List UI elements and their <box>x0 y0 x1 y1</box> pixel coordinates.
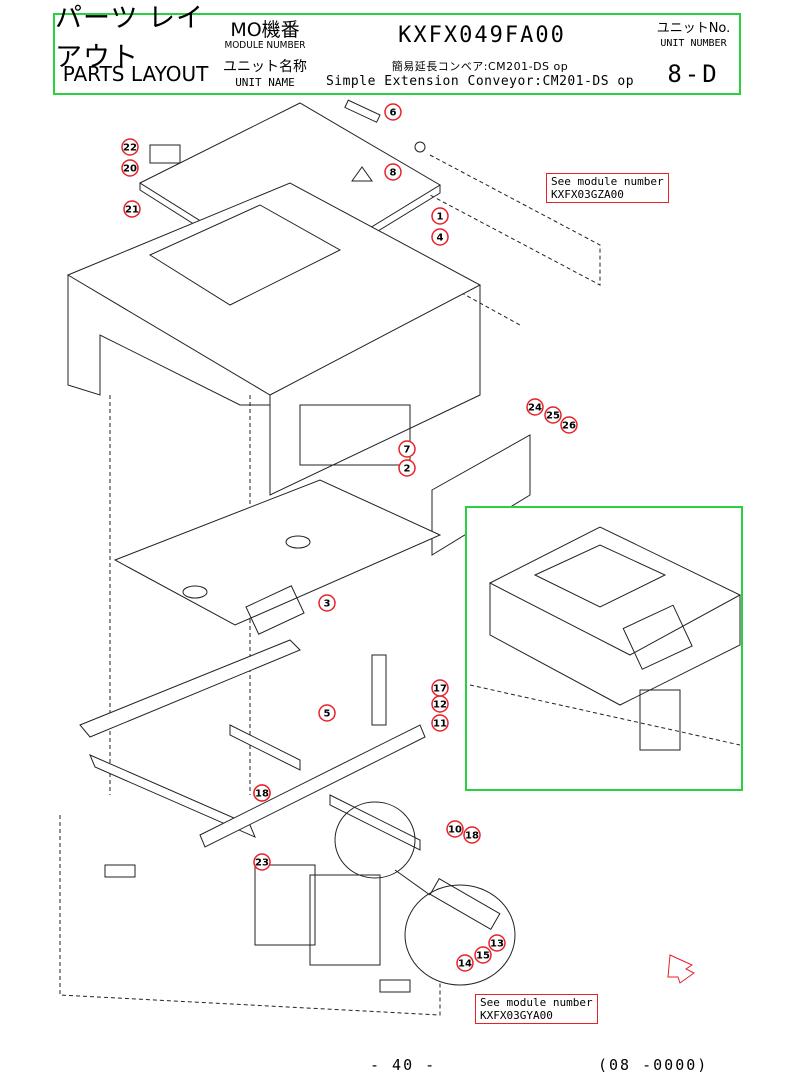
callout-circle <box>253 853 271 871</box>
callout-number: 18 <box>465 831 479 842</box>
callout-circle <box>384 103 402 121</box>
base-plate <box>113 479 442 626</box>
unit-number-value: 8-D <box>667 60 720 88</box>
callout-circle <box>431 228 449 246</box>
end-arrow-icon <box>667 954 695 984</box>
callout-group: 1234567810111213141516171818202122232425… <box>121 103 578 972</box>
callout-number: 15 <box>476 951 490 962</box>
main-enclosure <box>66 182 482 795</box>
unit-name-value: 簡易延長コンベア:CM201-DS op Simple Extension Co… <box>308 55 648 93</box>
callout-number: 8 <box>390 168 397 179</box>
unit-name-label-en: UNIT NAME <box>235 75 295 89</box>
callout-number: 13 <box>490 939 504 950</box>
callout-number: 24 <box>528 403 542 414</box>
callout-number: 11 <box>433 719 447 730</box>
callout-circle <box>431 714 449 732</box>
callout-circle <box>123 200 141 218</box>
title-jp: パーツ レイアウト <box>55 3 205 73</box>
callout-circle <box>463 826 481 844</box>
unit-name-jp: 簡易延長コンベア:CM201-DS op <box>391 59 569 73</box>
callout-circle <box>560 416 578 434</box>
callout-number: 7 <box>404 445 411 456</box>
reference-module: KXFX03GYA00 <box>480 1009 553 1022</box>
unit-name-label-jp: ユニット名称 <box>223 58 307 75</box>
callout-circle <box>398 459 416 477</box>
unit-number-label: ユニットNo. UNIT NUMBER <box>648 15 739 55</box>
reference-label: See module number <box>480 996 593 1009</box>
callout-circle <box>384 163 402 181</box>
callout-circle <box>526 398 544 416</box>
callout-number: 20 <box>123 164 137 175</box>
callout-circle <box>318 704 336 722</box>
callout-number: 12 <box>433 700 447 711</box>
callout-circle <box>431 679 449 697</box>
unit-number-label-en: UNIT NUMBER <box>660 37 727 49</box>
callout-circle <box>121 138 139 156</box>
reference-box-top: See module number KXFX03GZA00 <box>546 173 669 203</box>
callout-number: 2 <box>404 464 411 475</box>
callout-circle <box>253 784 271 802</box>
callout-number: 23 <box>255 858 269 869</box>
unit-name-label: ユニット名称 UNIT NAME <box>216 55 308 93</box>
callout-number: 3 <box>324 599 331 610</box>
document-code: (08 -0000) <box>598 1056 709 1074</box>
title-block: パーツ レイアウト PARTS LAYOUT MO機番 MODULE NUMBE… <box>53 3 741 95</box>
callout-circle <box>121 159 139 177</box>
callout-number: 22 <box>123 143 137 154</box>
callout-number: 17 <box>433 684 447 695</box>
module-number-label-en: MODULE NUMBER <box>224 39 306 51</box>
stand-base <box>59 815 441 1016</box>
parts-layout-drawing: 1234567810111213141516171818202122232425… <box>59 99 743 1016</box>
reference-box-bottom: See module number KXFX03GYA00 <box>475 994 598 1024</box>
callout-circle <box>431 207 449 225</box>
callout-number: 6 <box>390 108 397 119</box>
page-number: - 40 - <box>370 1056 437 1074</box>
callout-number: 10 <box>448 825 462 836</box>
module-number-value: KXFX049FA00 <box>398 22 566 48</box>
assembled-view-inset <box>465 506 743 791</box>
callout-circle <box>318 594 336 612</box>
callout-circle <box>446 820 464 838</box>
unit-name-en: Simple Extension Conveyor:CM201-DS op <box>325 73 635 89</box>
callout-number: 21 <box>125 205 139 216</box>
module-number-label-jp: MO機番 <box>230 18 300 41</box>
callout-number: 18 <box>255 789 269 800</box>
callout-number: 26 <box>562 421 576 432</box>
callout-number: 14 <box>458 959 472 970</box>
callout-number: 4 <box>437 233 444 244</box>
unit-number-label-jp: ユニットNo. <box>656 20 731 36</box>
callout-circle <box>398 440 416 458</box>
callout-circle <box>488 934 506 952</box>
title-en: PARTS LAYOUT <box>62 62 209 86</box>
reference-module: KXFX03GZA00 <box>551 188 624 201</box>
callout-circle <box>474 946 492 964</box>
frame-extrusions <box>79 585 426 851</box>
reference-label: See module number <box>551 175 664 188</box>
callout-circle <box>456 954 474 972</box>
callout-number: 1 <box>437 212 444 223</box>
module-number-label: MO機番 MODULE NUMBER <box>216 15 308 55</box>
callout-circle <box>544 406 562 424</box>
callout-number: 5 <box>324 709 331 720</box>
callout-number: 25 <box>546 411 560 422</box>
